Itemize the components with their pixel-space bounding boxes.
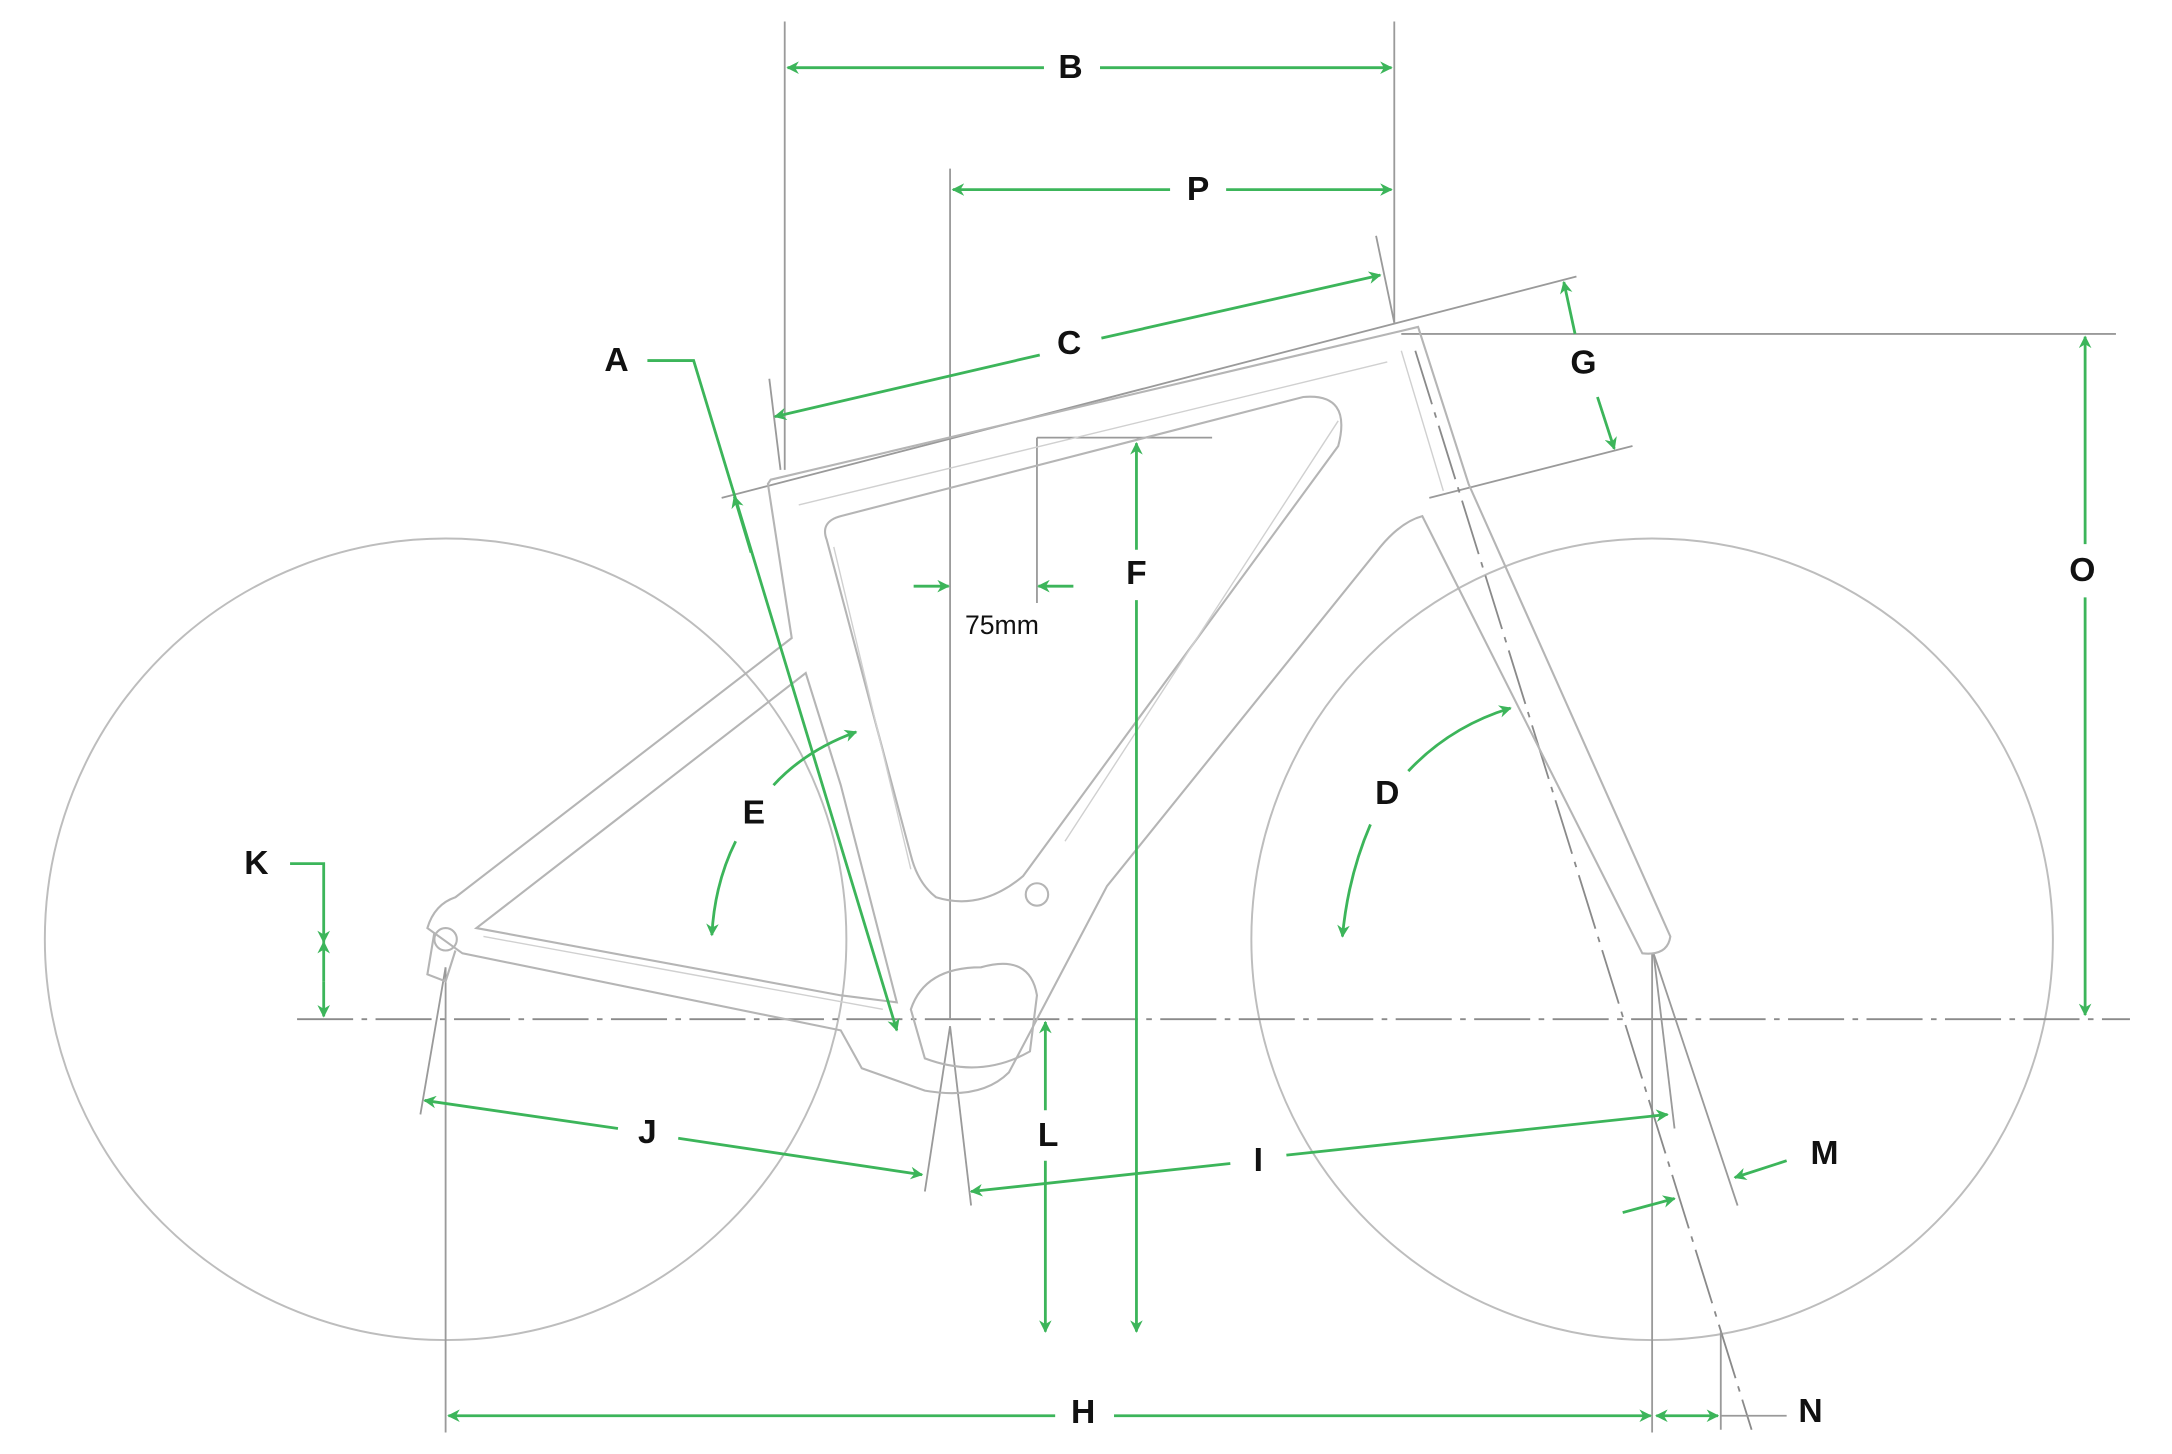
reference-lines bbox=[297, 21, 2130, 1433]
label-n: N bbox=[1798, 1393, 1822, 1430]
label-p: P bbox=[1187, 171, 1209, 208]
offset-75mm-label: 75mm bbox=[965, 610, 1039, 640]
label-c: C bbox=[1057, 325, 1081, 362]
label-d: D bbox=[1375, 775, 1399, 812]
label-j: J bbox=[638, 1114, 657, 1151]
label-o: O bbox=[2069, 552, 2095, 589]
label-h: H bbox=[1071, 1394, 1095, 1431]
label-a: A bbox=[604, 342, 628, 379]
dimension-arrows bbox=[290, 61, 2092, 1423]
label-b: B bbox=[1058, 49, 1082, 86]
label-e: E bbox=[743, 794, 765, 831]
label-l: L bbox=[1038, 1117, 1059, 1154]
label-f: F bbox=[1126, 555, 1147, 592]
label-m: M bbox=[1810, 1135, 1838, 1172]
label-k: K bbox=[244, 845, 268, 882]
label-g: G bbox=[1570, 345, 1596, 382]
bike-frame bbox=[426, 325, 1672, 1095]
label-i: I bbox=[1254, 1142, 1263, 1179]
